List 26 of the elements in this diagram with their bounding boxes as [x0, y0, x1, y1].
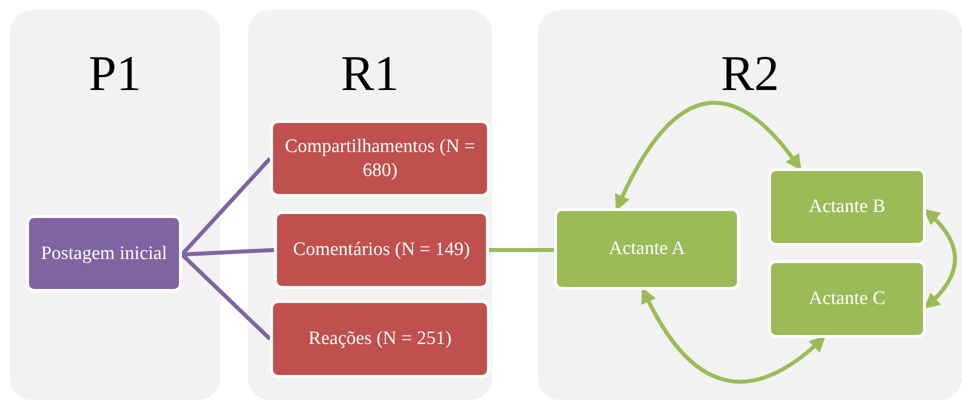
box-label: Actante C [808, 287, 886, 311]
process-box [26, 215, 182, 292]
box-label: Comentários (N = 149) [293, 238, 470, 262]
curved-double-arrow [924, 208, 957, 309]
process-box [554, 208, 740, 290]
box-label: Postagem inicial [40, 242, 168, 266]
box-label: Compartilhamentos (N = 680) [284, 134, 476, 182]
panel-heading: R1 [340, 48, 400, 98]
process-box [768, 260, 926, 338]
curved-double-arrow [615, 101, 802, 211]
process-box [270, 120, 490, 197]
box-label: Reações (N = 251) [308, 327, 452, 351]
box-label: Actante B [808, 195, 886, 219]
connector-line [180, 253, 272, 340]
process-box [274, 211, 489, 289]
box-label: Actante A [608, 237, 686, 261]
process-box [270, 300, 490, 378]
connector-line [182, 248, 274, 256]
connector-line [489, 248, 554, 252]
curved-double-arrow [641, 287, 826, 384]
panel-background [10, 10, 220, 400]
panel-background [538, 10, 962, 400]
panel-heading: P1 [88, 48, 142, 98]
process-box [768, 168, 926, 246]
panel-heading: R2 [720, 48, 780, 98]
panel-background [248, 10, 492, 400]
